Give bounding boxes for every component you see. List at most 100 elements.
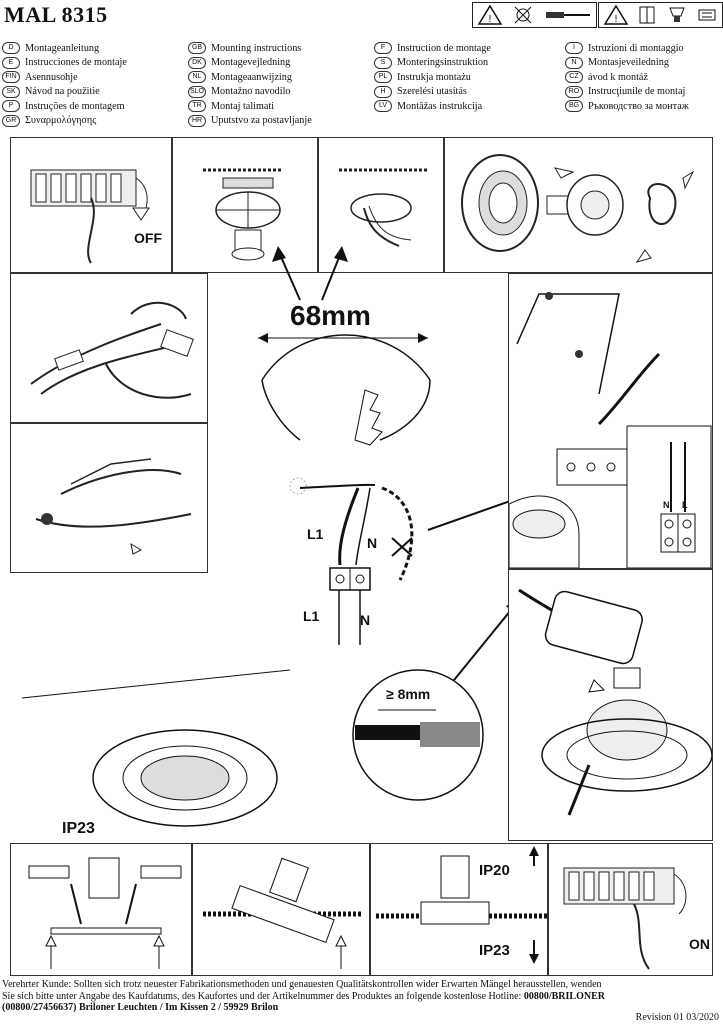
no-dimmer-icon xyxy=(514,6,531,24)
language-label: Asennusohje xyxy=(25,71,78,83)
language-label: ávod k montáž xyxy=(588,71,648,83)
language-label: Instrucţiunile de montaj xyxy=(588,86,686,97)
language-item: D Montageanleitung xyxy=(2,42,99,54)
terminal-block-on-illustration xyxy=(563,867,687,970)
footer-line-3: (00800/27456637) Briloner Leuchten / Im … xyxy=(2,1002,279,1013)
language-label: Montageanleitung xyxy=(25,42,100,54)
language-label: Instruções de montagem xyxy=(25,100,125,112)
language-item: E Instrucciones de montaje xyxy=(2,56,127,69)
language-code-badge: DK xyxy=(188,56,206,69)
panel-bulb-insert xyxy=(508,569,713,841)
language-code-badge: S xyxy=(374,56,392,69)
read-manual-icon: i xyxy=(639,6,655,24)
wire-n-label: N xyxy=(367,535,378,551)
off-label: OFF xyxy=(134,230,162,246)
language-item: FIN Asennusohje xyxy=(2,71,78,83)
terminal-l-label: L xyxy=(682,500,688,510)
panel-ceiling-hole xyxy=(172,137,318,273)
language-code-badge: D xyxy=(2,42,20,54)
language-label: Montažno navodilo xyxy=(211,86,291,97)
bulb-insert-illustration xyxy=(518,588,712,816)
language-code-badge: P xyxy=(2,100,20,112)
cable-pull-illustration xyxy=(339,168,429,247)
language-code-badge: HR xyxy=(188,114,206,127)
language-label: Monteringsinstruktion xyxy=(397,57,489,68)
clip-spring-illustration xyxy=(28,857,182,969)
language-label: Istruzioni di montaggio xyxy=(588,42,684,54)
panel-wire-connect xyxy=(10,423,208,573)
panel-clip-spring xyxy=(10,843,192,976)
language-code-badge: FIN xyxy=(2,71,20,83)
wire-l1-bottom-label: L1 xyxy=(303,608,320,624)
footer-notice: Verehrter Kunde: Sollten sich trotz neue… xyxy=(2,979,721,1014)
terminal-n-label: N xyxy=(663,500,670,510)
page-title: MAL 8315 xyxy=(4,2,108,27)
language-code-badge: BG xyxy=(565,100,583,112)
language-label: Montageaanwijzing xyxy=(211,71,292,83)
language-label: Mounting instructions xyxy=(211,42,302,54)
language-label: Montasjeveiledning xyxy=(588,57,669,68)
language-label: Instrukja montażu xyxy=(397,71,471,83)
panel-lamp-disassembly xyxy=(444,137,713,273)
language-item: RO Instrucţiunile de montaj xyxy=(565,85,686,98)
panel-cable-pull xyxy=(318,137,444,273)
language-item: P Instruções de montagem xyxy=(2,100,125,112)
on-label: ON xyxy=(689,936,710,952)
footer-line-1: Verehrter Kunde: Sollten sich trotz neue… xyxy=(2,979,602,990)
panel-connection-detail: N L xyxy=(508,273,713,569)
language-item: NL Montageaanwijzing xyxy=(188,71,292,83)
language-label: Montāžas instrukcija xyxy=(397,100,483,112)
ip-down-label: IP23 xyxy=(479,942,510,959)
lamp-icon xyxy=(669,7,686,22)
language-label: Instruction de montage xyxy=(397,42,491,54)
panel-wire-strip xyxy=(10,273,208,423)
language-code-badge: GR xyxy=(2,114,20,127)
language-code-badge: F xyxy=(374,42,392,54)
language-code-badge: RO xyxy=(565,85,583,98)
warning-triangle-icon: ! xyxy=(477,4,502,25)
language-code-badge: N xyxy=(565,56,583,69)
tilt-insert-illustration xyxy=(203,857,363,969)
ceiling-hole-illustration xyxy=(203,168,283,261)
language-item: S Monteringsinstruktion xyxy=(374,56,489,69)
hole-size-label: 68mm xyxy=(290,300,371,331)
language-label: Návod na použitie xyxy=(25,86,100,97)
panel-switch-on: ON xyxy=(548,843,713,976)
language-code-badge: I xyxy=(565,42,583,54)
svg-text:i: i xyxy=(646,11,648,21)
clearance-label: ≥ 8mm xyxy=(386,686,431,702)
language-code-badge: E xyxy=(2,56,20,69)
svg-text:!: ! xyxy=(488,14,491,25)
disconnect-icon xyxy=(698,9,716,21)
panel-ip-ratings: IP20 IP23 xyxy=(370,843,548,976)
screwdriver-icon xyxy=(545,12,590,18)
language-code-badge: CZ xyxy=(565,71,583,83)
language-code-badge: NL xyxy=(188,71,206,83)
language-label: Ръководство за монтаж xyxy=(588,100,689,112)
ip-ratings-illustration xyxy=(376,846,547,964)
language-label: Szerelési utasítás xyxy=(397,86,467,97)
wire-l1-label: L1 xyxy=(307,526,324,542)
warning-icons-right: ! i xyxy=(598,2,723,28)
warning-icons-left: ! xyxy=(472,2,597,28)
language-label: Instrucciones de montaje xyxy=(25,57,127,68)
panel-tilt-insert xyxy=(192,843,370,976)
ip-up-label: IP20 xyxy=(479,862,510,879)
revision-label: Revision 01 03/2020 xyxy=(635,1012,719,1023)
language-item: SLO Montažno navodilo xyxy=(188,85,291,98)
ip-rating-main: IP23 xyxy=(62,820,95,837)
language-item: I Istruzioni di montaggio xyxy=(565,42,684,54)
language-code-badge: SLO xyxy=(188,85,206,98)
terminal-block-off-illustration xyxy=(30,169,150,264)
panel-switch-off: OFF xyxy=(10,137,172,273)
wire-connect-illustration xyxy=(35,458,192,555)
